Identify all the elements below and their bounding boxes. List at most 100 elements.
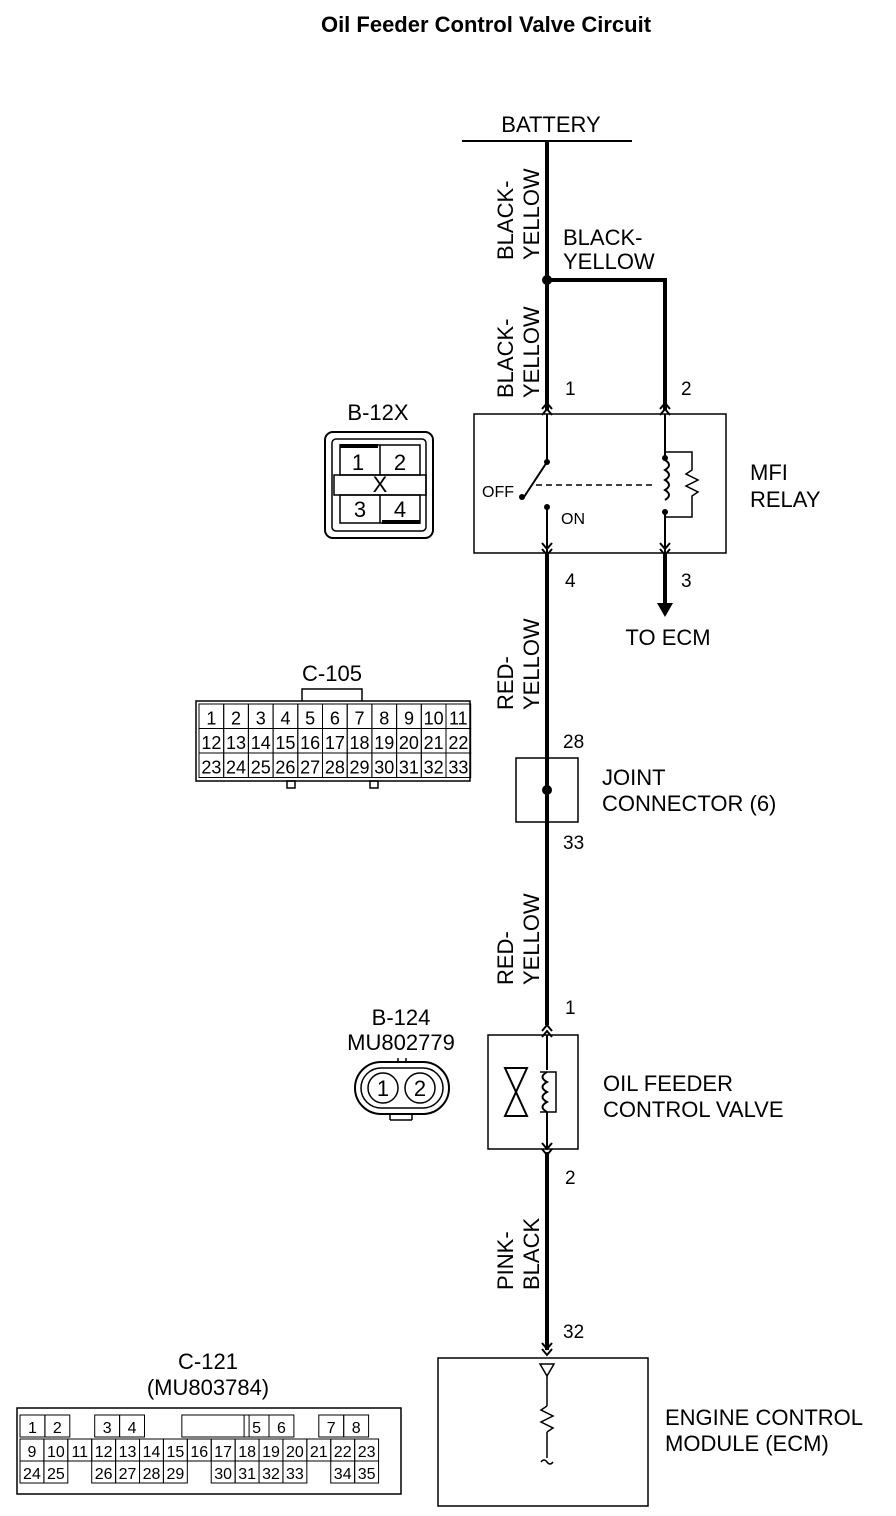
c105-pin-26: 26 — [275, 758, 295, 778]
battery-label: BATTERY — [501, 112, 601, 137]
c121-pin-27: 27 — [119, 1466, 137, 1483]
b12x-pin-3: 3 — [354, 497, 366, 522]
to-ecm-label: TO ECM — [625, 625, 710, 650]
c121-pin-16: 16 — [190, 1444, 208, 1461]
c121-pin-21: 21 — [310, 1444, 328, 1461]
valve-label-line1: OIL FEEDER — [603, 1071, 733, 1096]
valve-symbol-bottom — [503, 1089, 529, 1117]
c105-pin-17: 17 — [325, 733, 345, 753]
wire-color-by-2-line2: YELLOW — [563, 249, 655, 274]
mfi-relay-box — [473, 413, 727, 554]
wire-color-ry-2: RED- YELLOW — [493, 893, 544, 985]
c105-pin-2: 2 — [231, 709, 241, 729]
b12x-connector — [324, 431, 434, 539]
valve-pin-2: 2 — [565, 1168, 576, 1189]
c121-pin-33: 33 — [286, 1466, 304, 1483]
c105-pin-8: 8 — [379, 709, 389, 729]
relay-off-label: OFF — [482, 484, 514, 501]
c121-pin-4-cell — [119, 1414, 145, 1438]
svg-text:YELLOW: YELLOW — [519, 168, 544, 260]
c121-pin-1: 1 — [28, 1420, 37, 1437]
c121-pin-18: 18 — [238, 1444, 256, 1461]
diagram-title: Oil Feeder Control Valve Circuit — [321, 12, 652, 37]
wire-color-by-3: BLACK- YELLOW — [493, 306, 544, 398]
svg-text:YELLOW: YELLOW — [519, 893, 544, 985]
ecm-resistor — [539, 1405, 555, 1433]
c105-pin-7: 7 — [355, 709, 365, 729]
relay-resistor — [665, 451, 700, 518]
b124-connector — [354, 1061, 450, 1115]
c105-pin-15: 15 — [275, 733, 295, 753]
c121-pin-15: 15 — [166, 1444, 184, 1461]
relay-pin-4: 4 — [565, 571, 576, 592]
c121-key-block — [181, 1414, 250, 1438]
c105-pin-9: 9 — [404, 709, 414, 729]
c121-pin-2: 2 — [53, 1420, 62, 1437]
joint-pin-28: 28 — [563, 732, 584, 753]
c121-pin-29: 29 — [166, 1466, 184, 1483]
c105-pin-5: 5 — [305, 709, 315, 729]
c121-pin-12: 12 — [95, 1444, 113, 1461]
relay-switch-arm — [523, 461, 548, 498]
joint-pin-33: 33 — [563, 833, 584, 854]
c105-connector — [195, 700, 471, 782]
c121-pin-33-cell — [282, 1460, 308, 1484]
c105-pin-32: 32 — [424, 758, 444, 778]
c121-pin-25: 25 — [47, 1466, 65, 1483]
c121-pin-17: 17 — [214, 1444, 232, 1461]
c121-pin-20: 20 — [286, 1444, 304, 1461]
b124-name: B-124 — [372, 1005, 431, 1030]
c121-pin-22: 22 — [334, 1444, 352, 1461]
c105-pin-13: 13 — [226, 733, 246, 753]
svg-text:BLACK-: BLACK- — [493, 181, 518, 260]
wire-color-pb: PINK- BLACK — [493, 1218, 544, 1290]
c105-pin-31: 31 — [399, 758, 419, 778]
ecm-label-line2: MODULE (ECM) — [665, 1431, 829, 1456]
c121-pin-24: 24 — [23, 1466, 41, 1483]
b12x-pin-1: 1 — [352, 450, 364, 475]
c105-pin-4: 4 — [280, 709, 290, 729]
c121-pin-11: 11 — [71, 1444, 88, 1461]
relay-on-label: ON — [561, 511, 585, 528]
b124-pin-2: 2 — [414, 1076, 426, 1101]
valve-label-line2: CONTROL VALVE — [603, 1097, 784, 1122]
c121-pin-23: 23 — [358, 1444, 376, 1461]
c105-pin-19: 19 — [374, 733, 394, 753]
c105-pin-30: 30 — [374, 758, 394, 778]
c121-pin-13: 13 — [119, 1444, 137, 1461]
c105-pin-3: 3 — [256, 709, 266, 729]
valve-pin-1: 1 — [565, 998, 576, 1019]
c121-pin-35: 35 — [358, 1466, 376, 1483]
c121-pin-3: 3 — [103, 1420, 112, 1437]
c105-name: C-105 — [302, 661, 362, 686]
valve-solenoid-coil — [541, 1071, 550, 1113]
c121-pin-31: 31 — [238, 1466, 256, 1483]
relay-pin-1: 1 — [565, 379, 576, 400]
svg-text:RED-: RED- — [493, 931, 518, 985]
ecm-pin-32: 32 — [563, 1322, 584, 1343]
svg-text:BLACK-: BLACK- — [493, 319, 518, 398]
c121-pin-29-cell — [162, 1460, 188, 1484]
c105-pin-18: 18 — [350, 733, 370, 753]
svg-text:PINK-: PINK- — [493, 1231, 518, 1290]
c121-pin-25-cell — [43, 1460, 69, 1484]
relay-label-line1: MFI — [750, 460, 788, 485]
c105-pin-22: 22 — [448, 733, 468, 753]
wire-color-ry-1: RED- YELLOW — [493, 618, 544, 710]
wire-color-by-2-line1: BLACK- — [563, 225, 642, 250]
oil-feeder-valve-box — [487, 1034, 579, 1150]
c121-part: (MU803784) — [147, 1375, 269, 1400]
relay-coil — [663, 459, 670, 501]
b124-pin-1: 1 — [377, 1076, 389, 1101]
valve-symbol-top — [503, 1067, 529, 1095]
to-ecm-arrow — [657, 603, 673, 617]
b12x-pin-2: 2 — [394, 450, 406, 475]
c121-pin-7: 7 — [327, 1420, 336, 1437]
svg-text:YELLOW: YELLOW — [519, 306, 544, 398]
c121-pin-6: 6 — [277, 1420, 286, 1437]
c121-pin-26: 26 — [95, 1466, 113, 1483]
c105-pin-1: 1 — [206, 709, 216, 729]
c105-pin-29: 29 — [350, 758, 370, 778]
c105-pin-6: 6 — [330, 709, 340, 729]
